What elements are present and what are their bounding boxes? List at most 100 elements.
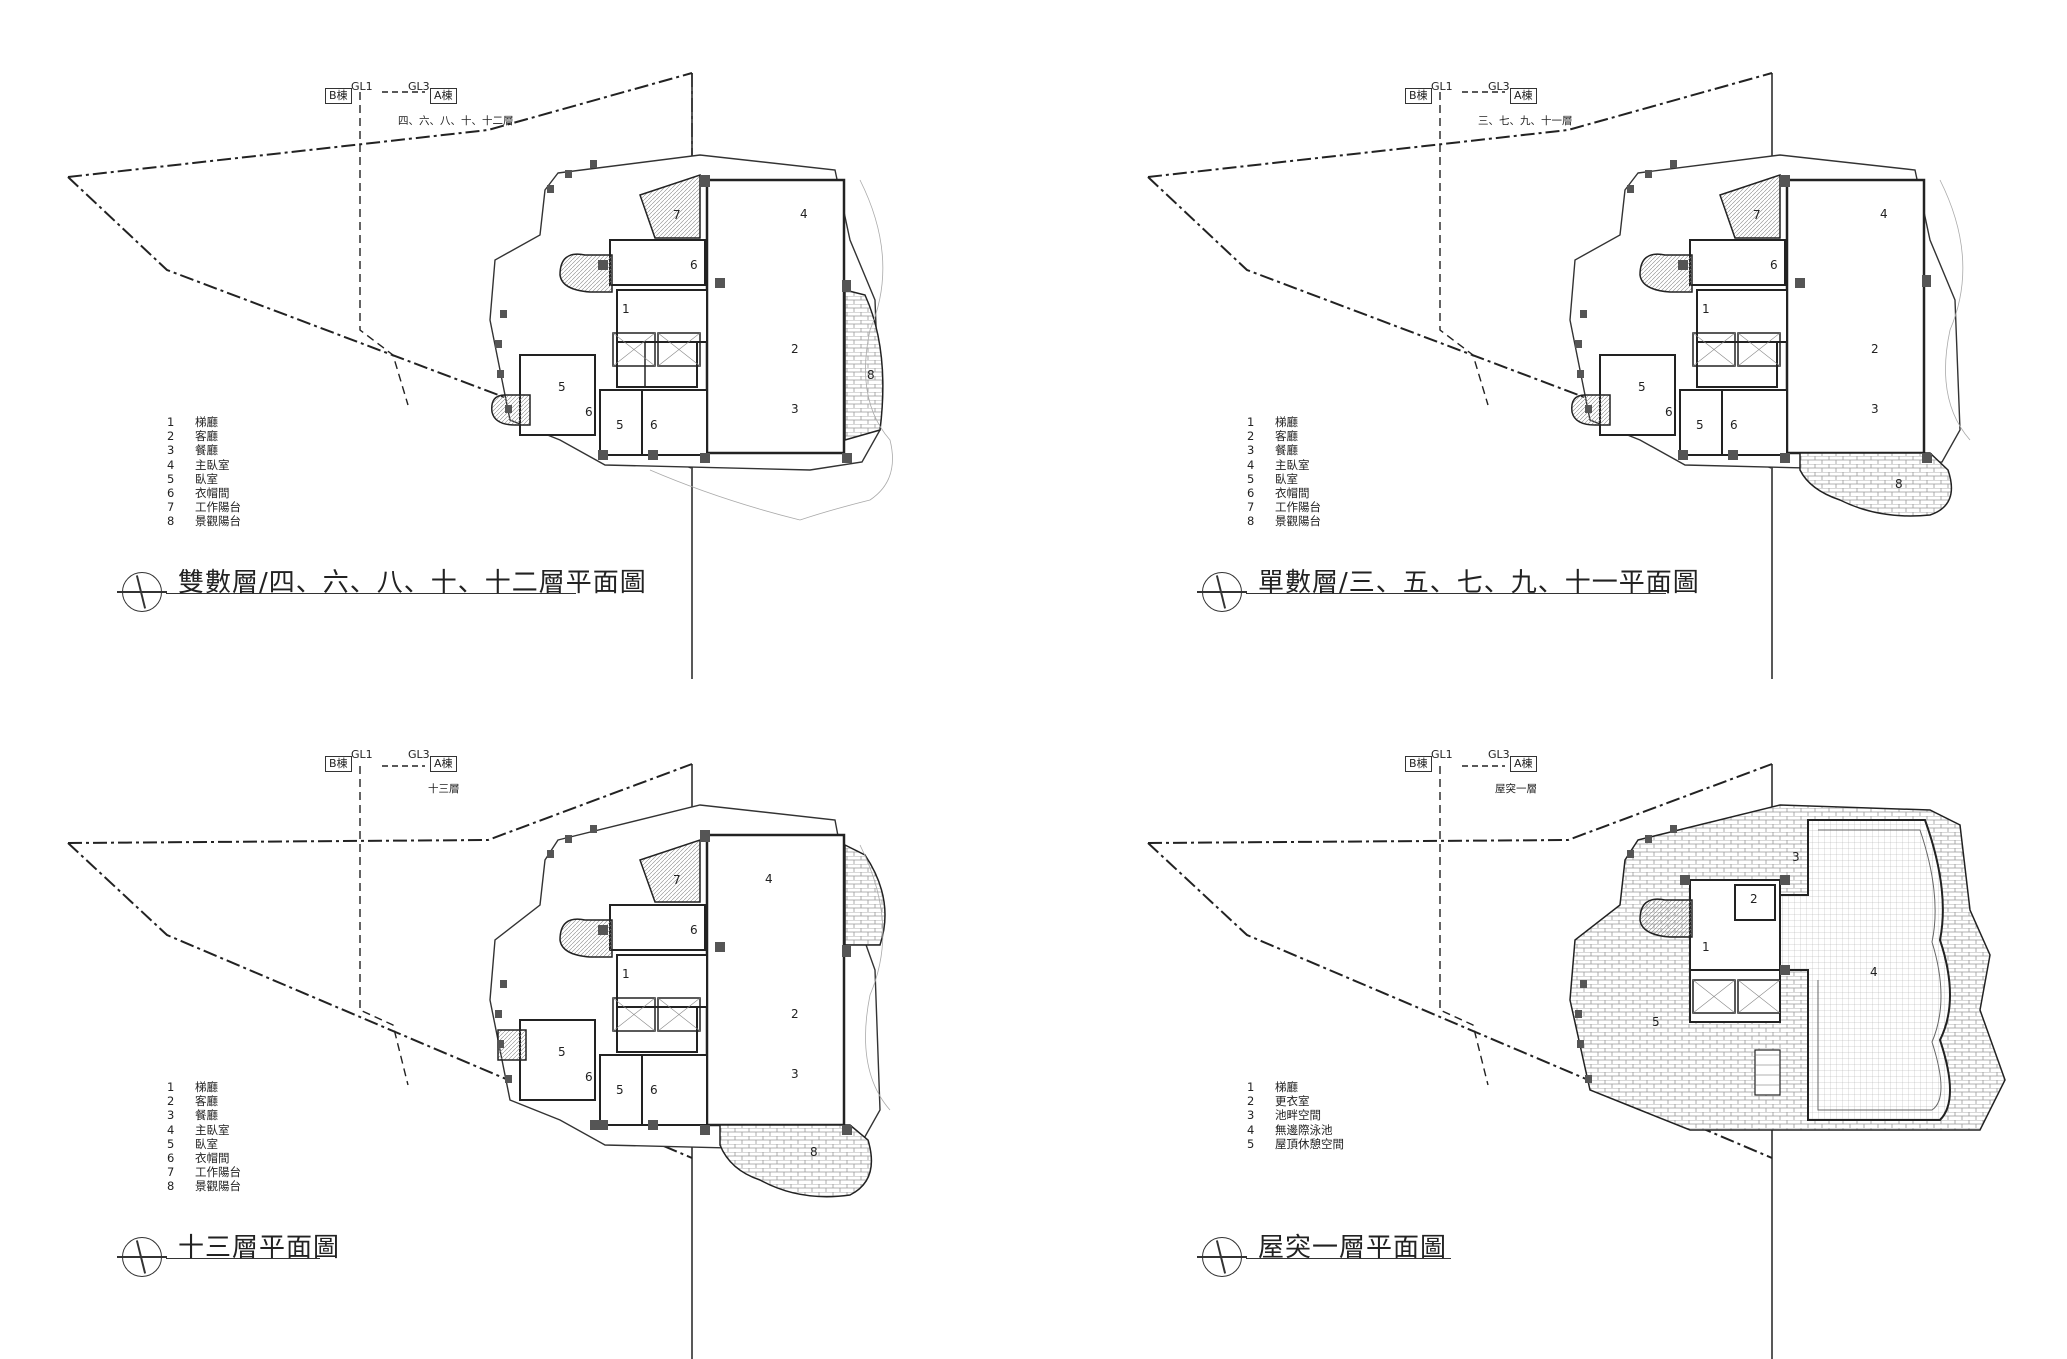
floor-note: 屋突一層 [1495,783,1537,795]
floor-plan-drawing [1147,72,1971,679]
room-label: 5 [616,1083,624,1097]
floor-plan-drawing [67,763,891,1359]
gl1-tag: GL1 [1431,748,1453,761]
gl1-tag: GL1 [351,80,373,93]
room-label: 7 [1753,208,1761,222]
floor-plan-panel: B棟 GL1 GL3 A棟 三、七、九、十一層 1 2 3 4 5 5 6 6 … [1080,0,2067,679]
room-label: 1 [622,302,630,316]
floor-note: 四、六、八、十、十二層 [398,115,514,127]
building-b-tag: B棟 [325,88,352,104]
room-label: 1 [1702,940,1710,954]
room-label: 4 [1880,207,1888,221]
gl3-tag: GL3 [408,748,430,761]
building-b-tag: B棟 [325,756,352,772]
gl3-tag: GL3 [408,80,430,93]
room-label: 6 [585,405,593,419]
north-arrow-icon [117,1237,167,1277]
room-label: 6 [650,418,658,432]
room-label: 3 [1792,850,1800,864]
room-label: 5 [558,1045,566,1059]
room-label: 5 [616,418,624,432]
room-label: 2 [1750,892,1758,906]
north-arrow-icon [1197,572,1247,612]
room-label: 8 [867,368,875,382]
room-label: 6 [1665,405,1673,419]
building-a-tag: A棟 [430,756,457,772]
room-label: 3 [791,402,799,416]
building-a-tag: A棟 [1510,756,1537,772]
room-label: 3 [791,1067,799,1081]
room-label: 8 [1895,477,1903,491]
room-label: 6 [690,923,698,937]
gl1-tag: GL1 [351,748,373,761]
room-label: 2 [791,1007,799,1021]
building-a-tag: A棟 [430,88,457,104]
room-label: 4 [765,872,773,886]
room-label: 8 [810,1145,818,1159]
room-label: 6 [1770,258,1778,272]
north-arrow-icon [1197,1237,1247,1277]
room-label: 6 [690,258,698,272]
room-label: 3 [1871,402,1879,416]
floor-plan-drawing [67,72,893,679]
gl3-tag: GL3 [1488,748,1510,761]
room-label: 4 [1870,965,1878,979]
building-b-tag: B棟 [1405,756,1432,772]
floor-plan-drawing [1147,763,2006,1359]
room-label: 5 [558,380,566,394]
room-label: 7 [673,208,681,222]
room-label: 6 [585,1070,593,1084]
room-label: 6 [650,1083,658,1097]
title-underline [166,593,576,594]
gl3-tag: GL3 [1488,80,1510,93]
room-label: 5 [1638,380,1646,394]
floor-plan-panel: B棟 GL1 GL3 A棟 四、六、八、十、十二層 1 2 3 4 5 5 6 … [0,0,1033,679]
title-underline [1246,593,1666,594]
title-underline [1246,1258,1451,1259]
room-label: 2 [791,342,799,356]
building-a-tag: A棟 [1510,88,1537,104]
floor-plan-panel: B棟 GL1 GL3 A棟 十三層 1 2 3 4 5 5 6 6 6 7 8 … [0,680,1033,1359]
room-label: 4 [800,207,808,221]
room-label: 2 [1871,342,1879,356]
room-label: 1 [622,967,630,981]
floor-note: 三、七、九、十一層 [1478,115,1573,127]
gl1-tag: GL1 [1431,80,1453,93]
room-label: 1 [1702,302,1710,316]
building-b-tag: B棟 [1405,88,1432,104]
room-label: 5 [1696,418,1704,432]
room-label: 7 [673,873,681,887]
north-arrow-icon [117,572,167,612]
